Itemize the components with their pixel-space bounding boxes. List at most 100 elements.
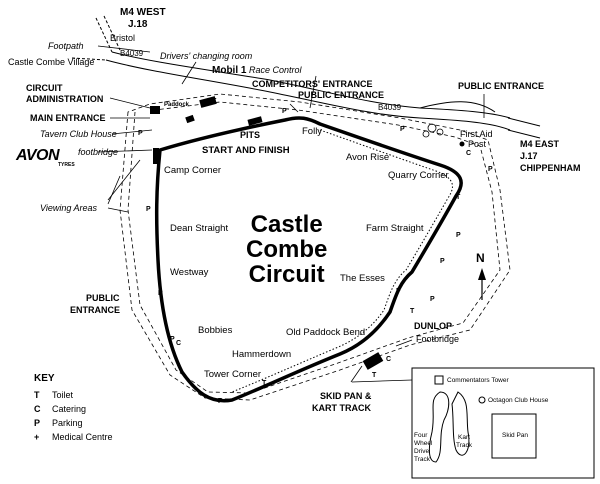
map-symbol: T bbox=[212, 98, 217, 105]
road-m4-west bbox=[71, 15, 121, 61]
key-item-parking: P Parking bbox=[34, 418, 83, 428]
castle-combe-village-label: Castle Combe Village bbox=[8, 57, 95, 67]
key-symbol: P bbox=[34, 418, 41, 428]
tavern-label: Tavern Club House bbox=[40, 129, 117, 139]
corner-farm-straight: Farm Straight bbox=[366, 223, 424, 234]
map-title-line-3: Circuit bbox=[248, 261, 325, 289]
public-entrance-left-label-2: ENTRANCE bbox=[70, 305, 121, 315]
map-symbol: C bbox=[386, 356, 392, 363]
map-symbol: P bbox=[158, 290, 163, 297]
map-symbol: P bbox=[400, 126, 405, 133]
inset-four-wheel-2: Wheel bbox=[414, 440, 433, 447]
public-entrance-left-label-1: PUBLIC bbox=[86, 293, 120, 303]
inset-four-wheel-4: Track bbox=[414, 456, 431, 463]
map-symbol: P bbox=[456, 232, 461, 239]
corner-dean-straight: Dean Straight bbox=[170, 223, 229, 234]
map-title: Castle Combe Circuit bbox=[246, 212, 327, 288]
map-symbol: P bbox=[430, 296, 435, 303]
skid-pan-label-2: KART TRACK bbox=[312, 403, 371, 413]
circuit-admin-label-2: ADMINISTRATION bbox=[26, 94, 104, 104]
map-symbol: T bbox=[456, 194, 461, 201]
north-arrow bbox=[478, 268, 486, 300]
key-symbol: C bbox=[34, 404, 41, 414]
map-symbol: P bbox=[170, 336, 175, 343]
b4039-top-label: B4039 bbox=[120, 49, 144, 58]
avon-tyres-logo: TYRES bbox=[58, 162, 75, 168]
key-label: Parking bbox=[52, 418, 83, 428]
inset-skid-pan: Skid Pan bbox=[502, 432, 529, 439]
pits-label: PITS bbox=[240, 130, 261, 140]
corner-camp: Camp Corner bbox=[164, 165, 222, 176]
race-track bbox=[154, 116, 463, 403]
corner-tower: Tower Corner bbox=[204, 369, 262, 380]
first-aid-label-2: Post bbox=[468, 139, 487, 149]
drivers-changing-room-label: Drivers' changing room bbox=[160, 51, 253, 61]
corner-quarry: Quarry Corner bbox=[388, 170, 449, 181]
map-symbol: T bbox=[410, 308, 415, 315]
paddock-label: Paddock bbox=[164, 102, 190, 108]
start-finish-label: START AND FINISH bbox=[202, 145, 290, 156]
viewing-areas-label: Viewing Areas bbox=[40, 203, 98, 213]
footbridge-right-label: Footbridge bbox=[416, 334, 460, 344]
map-symbol: P bbox=[396, 288, 401, 295]
race-control-group: Mobil 1 Race Control bbox=[212, 66, 302, 76]
inset-four-wheel-1: Four bbox=[414, 432, 428, 439]
key-symbol: T bbox=[34, 390, 40, 400]
map-symbol: P bbox=[218, 398, 223, 405]
inset-four-wheel-3: Drive bbox=[414, 448, 430, 455]
m4-west-label: M4 WEST bbox=[120, 7, 166, 18]
key-item-toilet: T Toilet bbox=[34, 390, 73, 400]
footpath-label: Footpath bbox=[48, 41, 84, 51]
corner-westway: Westway bbox=[170, 267, 209, 278]
pit-buildings bbox=[150, 96, 384, 370]
corner-avon-rise: Avon Rise bbox=[346, 152, 390, 163]
key-label: Toilet bbox=[52, 390, 74, 400]
inset-map bbox=[351, 367, 595, 479]
inset-kart-2: Track bbox=[456, 442, 473, 449]
inset-octagon: Octagon Club House bbox=[488, 397, 549, 404]
map-symbol: P bbox=[282, 108, 287, 115]
map-symbol: P bbox=[146, 206, 151, 213]
track-edge bbox=[231, 129, 453, 393]
map-symbol: T bbox=[372, 372, 377, 379]
key-heading: KEY bbox=[34, 373, 55, 384]
map-symbol: P bbox=[488, 166, 493, 173]
corner-old-paddock-bend: Old Paddock Bend bbox=[286, 327, 366, 338]
public-entrance-right-label: PUBLIC ENTRANCE bbox=[458, 81, 545, 91]
leader-lines bbox=[97, 45, 485, 383]
inset-commentators-tower: Commentators Tower bbox=[447, 377, 509, 384]
map-symbol: P bbox=[440, 258, 445, 265]
road-b4039 bbox=[105, 51, 541, 139]
circuit-admin-label-1: CIRCUIT bbox=[26, 83, 63, 93]
skid-pan-label-1: SKID PAN & bbox=[320, 391, 372, 401]
map-symbol: C bbox=[176, 340, 182, 347]
j17-label: J.17 bbox=[520, 151, 538, 161]
key-label: Catering bbox=[52, 404, 87, 414]
race-control-label: Race Control bbox=[248, 65, 302, 75]
key-symbol: + bbox=[34, 432, 40, 442]
map-symbol: C bbox=[466, 150, 472, 157]
footbridge-left-label: footbridge bbox=[78, 147, 119, 157]
compass-n: N bbox=[476, 251, 485, 265]
corner-the-esses: The Esses bbox=[340, 273, 385, 284]
mobil-label: Mobil 1 bbox=[212, 65, 247, 76]
competitors-entrance-label: COMPETITORS' ENTRANCE bbox=[252, 79, 373, 89]
map-symbol: T bbox=[262, 380, 267, 387]
map-title-line-1: Castle bbox=[250, 211, 323, 238]
first-aid-label-1: First Aid bbox=[460, 129, 493, 139]
chippenham-label: CHIPPENHAM bbox=[520, 163, 581, 173]
corner-hammerdown: Hammerdown bbox=[232, 349, 292, 360]
key-label: Medical Centre bbox=[52, 432, 113, 442]
main-entrance-label: MAIN ENTRANCE bbox=[30, 113, 106, 123]
public-entrance-top-label: PUBLIC ENTRANCE bbox=[298, 90, 385, 100]
circuit-boundary bbox=[119, 93, 511, 401]
m4-east-label: M4 EAST bbox=[520, 139, 560, 149]
key-item-medical: + Medical Centre bbox=[34, 432, 113, 442]
corner-bobbies: Bobbies bbox=[198, 325, 233, 336]
first-aid-trees bbox=[422, 123, 444, 138]
avon-logo: AVON bbox=[16, 147, 60, 164]
b4039-right-label: B4039 bbox=[378, 103, 402, 112]
inset-kart-1: Kart bbox=[458, 434, 470, 441]
corner-folly: Folly bbox=[302, 126, 323, 137]
